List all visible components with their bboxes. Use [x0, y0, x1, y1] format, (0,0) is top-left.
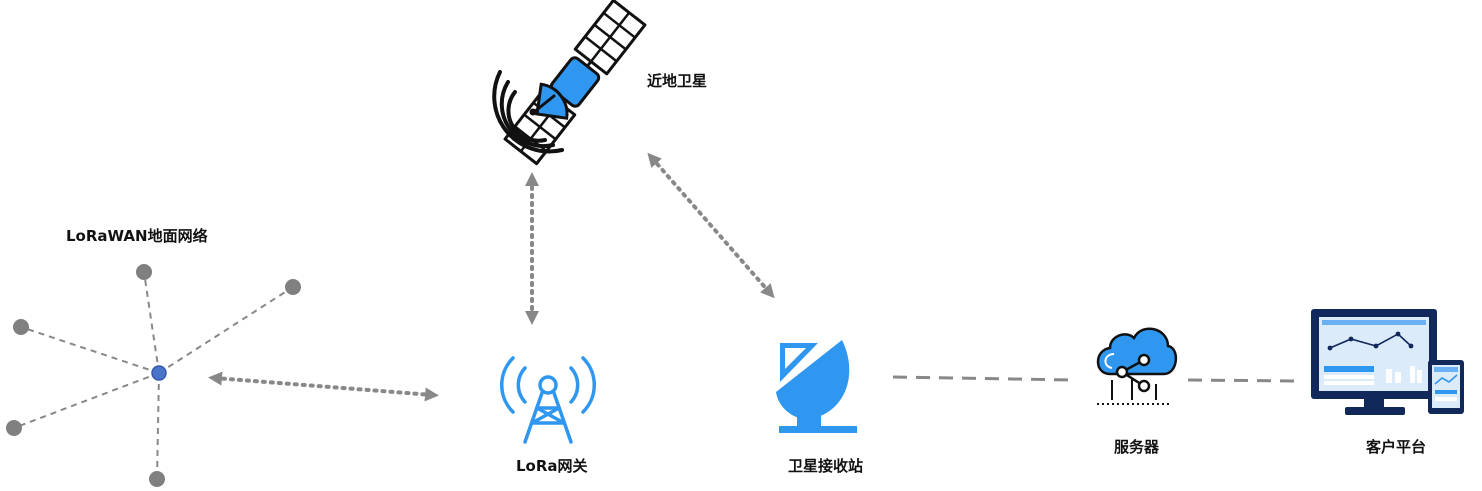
- satellite-dish-icon: [776, 340, 857, 433]
- satellite-label: 近地卫星: [647, 72, 708, 90]
- end-node: [13, 319, 29, 335]
- end-node: [6, 420, 22, 436]
- client-platform-label: 客户平台: [1366, 438, 1427, 456]
- server-platform-link: [1187, 378, 1301, 383]
- end-node: [136, 264, 152, 280]
- satellite-station-link: [647, 152, 775, 299]
- hub-node: [151, 365, 167, 381]
- network-gateway-link: [208, 371, 439, 402]
- dashed-connectors: [892, 375, 1301, 383]
- end-node: [149, 471, 165, 487]
- network-link: [143, 271, 160, 374]
- network-link: [20, 326, 160, 374]
- satellite-dish-part: [492, 70, 569, 154]
- ground-station-label: 卫星接收站: [788, 457, 864, 475]
- network-nodes: [6, 264, 301, 487]
- end-node: [285, 279, 301, 295]
- lorawan-ground-network: [13, 271, 294, 480]
- antenna-tower-icon: [499, 356, 597, 444]
- network-link: [156, 372, 160, 480]
- station-server-link: [892, 375, 1073, 382]
- gateway-label: LoRa网关: [516, 457, 588, 475]
- cloud-server-icon: [1096, 327, 1177, 405]
- server-label: 服务器: [1114, 438, 1160, 456]
- monitor-tablet-dashboard-icon: [1311, 309, 1464, 415]
- network-link: [13, 372, 160, 429]
- ground-network-label: LoRaWAN地面网络: [66, 227, 208, 245]
- network-link: [158, 286, 294, 374]
- dotted-connectors: [208, 152, 775, 402]
